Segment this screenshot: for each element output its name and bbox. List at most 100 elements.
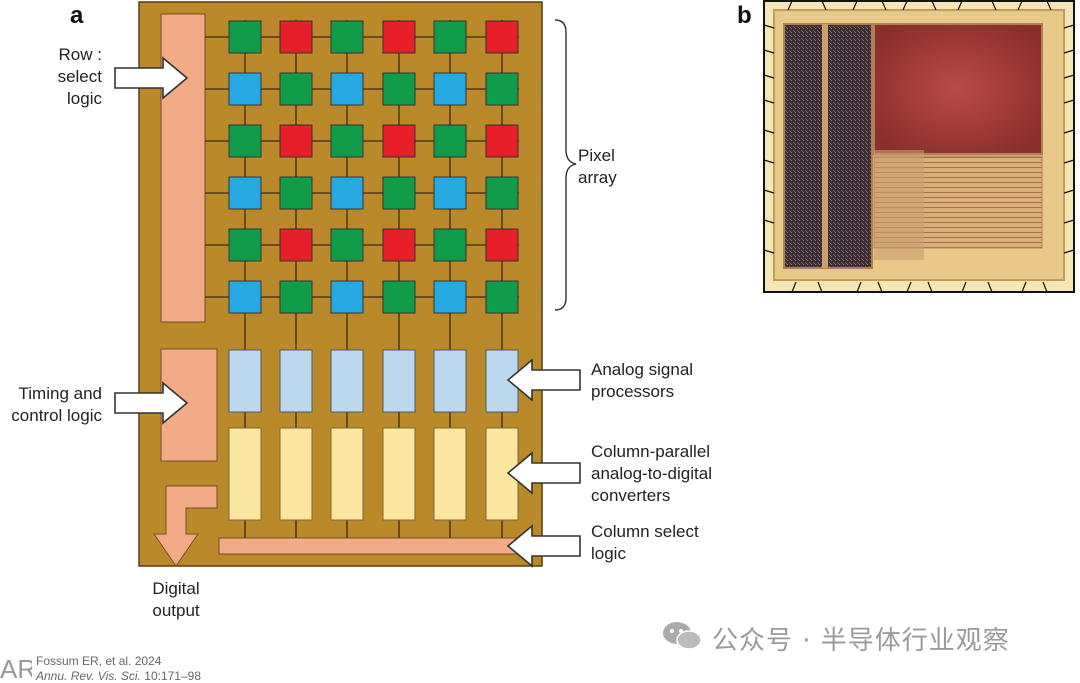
pixel-g — [228, 20, 262, 54]
bond-wire — [856, 281, 862, 293]
bond-wire — [763, 24, 775, 29]
timing-arrow — [114, 381, 189, 425]
bond-wire — [877, 281, 883, 293]
chip-die-photo — [763, 0, 1075, 293]
pixel-g — [279, 280, 313, 314]
pixel-b — [433, 176, 467, 210]
digital-output-arrow — [153, 485, 218, 567]
bond-wire — [1063, 189, 1075, 194]
row-select-label: Row : select logic — [57, 45, 102, 108]
pixel-g — [485, 176, 519, 210]
bond-wire — [1017, 0, 1023, 11]
pixel-g — [382, 72, 416, 106]
annual-reviews-logo: AR — [0, 654, 32, 682]
bond-wire — [987, 281, 993, 293]
analog-signal-processor — [330, 349, 364, 413]
analog-signal-processor — [279, 349, 313, 413]
bond-wire — [763, 189, 775, 194]
bond-wire — [957, 0, 963, 11]
column-select-arrow — [506, 524, 581, 568]
bond-wire — [1042, 281, 1048, 293]
pixel-array — [228, 20, 519, 314]
pixel-g — [330, 228, 364, 262]
bond-wire — [931, 0, 937, 11]
pixel-g — [485, 280, 519, 314]
citation-line2: Annu. Rev. Vis. Sci. 10:171–98 — [36, 669, 202, 683]
bond-wire — [991, 0, 997, 11]
bond-wire — [1046, 0, 1052, 11]
pixel-r — [382, 124, 416, 158]
adc-column — [279, 427, 313, 521]
bond-wire — [763, 49, 775, 54]
adc-arrow — [506, 451, 581, 495]
pixel-g — [279, 176, 313, 210]
pixel-g — [330, 124, 364, 158]
pixel-g — [433, 228, 467, 262]
cmos-sensor-diagram — [114, 1, 581, 568]
bond-wire — [1063, 49, 1075, 54]
pixel-r — [279, 20, 313, 54]
bond-wire — [1063, 249, 1075, 254]
bond-wire — [852, 0, 858, 11]
row-select-block — [160, 13, 206, 323]
bond-wire — [927, 281, 933, 293]
pixel-b — [330, 280, 364, 314]
pixel-array-brace — [554, 19, 577, 311]
bond-wire — [961, 281, 967, 293]
analog-signal-processor — [228, 349, 262, 413]
pixel-b — [433, 72, 467, 106]
pixel-r — [485, 228, 519, 262]
bond-wire — [1063, 219, 1075, 224]
bond-wire — [763, 249, 775, 254]
pixel-g — [382, 280, 416, 314]
pixel-g — [279, 72, 313, 106]
bond-wire — [817, 281, 823, 293]
pixel-r — [485, 124, 519, 158]
adc-columns — [228, 427, 519, 521]
bond-wire — [1021, 281, 1027, 293]
pixel-b — [330, 72, 364, 106]
watermark-text: 公众号 · 半导体行业观察 — [712, 626, 1010, 656]
bond-wire — [906, 281, 912, 293]
panel-a-label: a — [70, 2, 84, 29]
panel-b-label: b — [737, 2, 752, 29]
pixel-b — [330, 176, 364, 210]
bond-wire — [1063, 159, 1075, 164]
svg-text:AR: AR — [0, 654, 32, 682]
column-select-label: Column select logic — [591, 522, 699, 563]
pixel-g — [433, 20, 467, 54]
analog-signal-processor — [382, 349, 416, 413]
digital-output-label: Digital output — [152, 579, 200, 620]
pixel-r — [279, 228, 313, 262]
citation-line1: Fossum ER, et al. 2024 — [36, 654, 162, 668]
bond-wire — [763, 74, 775, 79]
pixel-g — [433, 124, 467, 158]
bond-wire — [1063, 24, 1075, 29]
bond-wire — [821, 0, 827, 11]
analog-signal-label: Analog signal processors — [591, 360, 694, 401]
bond-wire — [763, 159, 775, 164]
bond-wire — [1063, 74, 1075, 79]
timing-label: Timing and control logic — [11, 384, 102, 425]
row-select-arrow — [114, 56, 189, 100]
bond-wire — [787, 0, 793, 11]
analog-signal-processor — [433, 349, 467, 413]
adc-column — [433, 427, 467, 521]
pixel-g — [228, 124, 262, 158]
adc-column — [485, 427, 519, 521]
pixel-r — [382, 20, 416, 54]
bond-wire — [1063, 129, 1075, 134]
pixel-b — [228, 280, 262, 314]
adc-column — [382, 427, 416, 521]
pixel-g — [382, 176, 416, 210]
pixel-g — [330, 20, 364, 54]
bond-wire — [1063, 99, 1075, 104]
asp-arrow — [506, 358, 581, 402]
pixel-g — [485, 72, 519, 106]
wechat-icon — [663, 622, 702, 650]
pixel-g — [228, 228, 262, 262]
pixel-b — [228, 72, 262, 106]
pixel-array-label: Pixel array — [578, 146, 617, 187]
bond-wire — [902, 0, 908, 11]
column-select-block — [218, 537, 529, 555]
